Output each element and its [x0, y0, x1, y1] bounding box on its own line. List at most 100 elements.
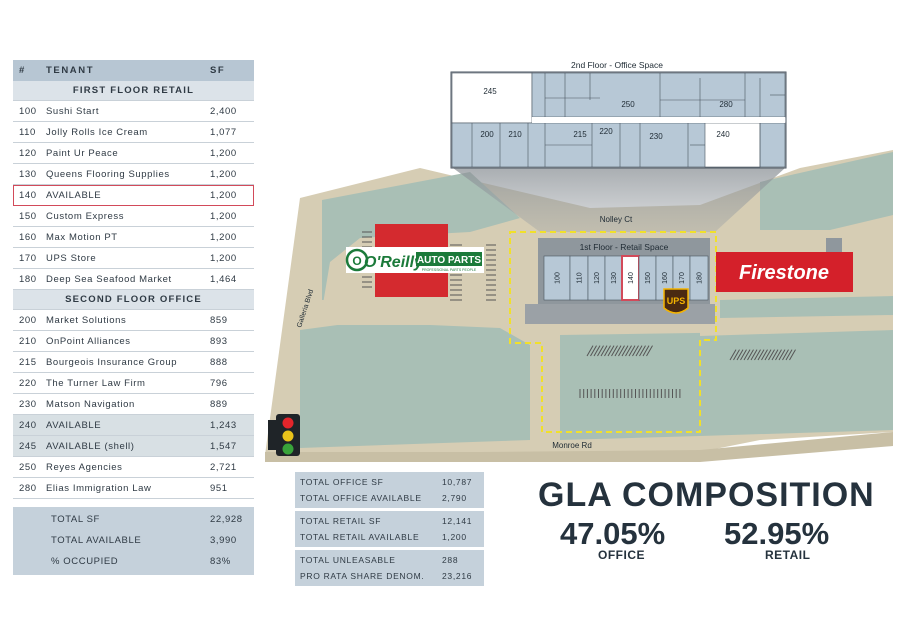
tenant-num: 220: [19, 377, 37, 389]
parking-stripe: [754, 349, 761, 361]
summary-value: 288: [442, 555, 459, 565]
header-sf: SF: [210, 65, 226, 76]
tenant-name: Reyes Agencies: [46, 461, 123, 473]
header-tenant: TENANT: [46, 65, 95, 76]
parking-right: [700, 318, 893, 336]
green-area-bottom-right: [560, 330, 893, 440]
first-floor-label: 1st Floor - Retail Space: [580, 242, 669, 252]
parking-stripe: [747, 349, 754, 361]
totals-label: TOTAL SF: [51, 514, 100, 525]
tenant-num: 240: [19, 419, 37, 431]
ups-text: UPS: [667, 296, 686, 306]
parking-stripe: [625, 345, 632, 357]
ups-logo-icon: UPS: [663, 288, 689, 314]
tenant-sf: 888: [210, 356, 228, 368]
office-unit-label: 280: [719, 100, 733, 109]
tenant-name: AVAILABLE: [46, 419, 102, 431]
summary-label: PRO RATA SHARE DENOM.: [300, 571, 425, 581]
retail-unit-label: 180: [697, 272, 704, 284]
parking-stripe: [736, 349, 744, 361]
tenant-num: 250: [19, 461, 37, 473]
tenant-sf: 1,547: [210, 440, 237, 452]
gla-title: GLA COMPOSITION: [538, 476, 875, 514]
parking-stripe: [733, 349, 740, 361]
parking-stripe: [586, 345, 594, 357]
svg-text:O: O: [352, 254, 361, 268]
retail-unit-label: 120: [594, 272, 601, 284]
retail-unit-label: 140: [628, 272, 635, 284]
parking-stripe: [768, 349, 775, 361]
tenant-name: Bourgeois Insurance Group: [46, 356, 178, 368]
summary-value: 1,200: [442, 532, 467, 542]
floor-funnel: [453, 168, 785, 232]
tenant-name: Elias Immigration Law: [46, 482, 152, 494]
summary-label: TOTAL RETAIL SF: [300, 516, 382, 526]
office-unit: [704, 122, 761, 168]
office-corridor: [532, 117, 785, 123]
tenant-sf: 1,464: [210, 273, 237, 285]
parking-stripe: [775, 349, 782, 361]
parking-stripe: [782, 349, 789, 361]
tenant-sf: 1,200: [210, 210, 237, 222]
parking-stripe: [642, 345, 650, 357]
tenant-num: 160: [19, 231, 37, 243]
tenant-num: 130: [19, 168, 37, 180]
tenant-sf: 2,400: [210, 105, 237, 117]
second-floor-section-title: SECOND FLOOR OFFICE: [13, 290, 254, 310]
tenant-num: 215: [19, 356, 37, 368]
office-percent: 47.05%: [560, 516, 666, 551]
parking-stripe: [729, 349, 737, 361]
parking-stripe: [600, 345, 608, 357]
tenant-sf: 796: [210, 377, 228, 389]
parking-stripe: [771, 349, 779, 361]
office-unit-label: 245: [483, 87, 497, 96]
summary-value: 2,790: [442, 493, 467, 503]
firestone-building: [716, 252, 853, 292]
tenant-num: 100: [19, 105, 37, 117]
parking-stripe: [621, 345, 629, 357]
office-unit-label: 220: [599, 127, 613, 136]
tenant-name: AVAILABLE (shell): [46, 440, 135, 452]
tenant-num: 110: [19, 126, 36, 138]
tenant-name: Paint Ur Peace: [46, 147, 119, 159]
traffic-light-icon: [268, 414, 300, 456]
tenant-name: Jolly Rolls Ice Cream: [46, 126, 148, 138]
parking-bottom: [300, 300, 500, 325]
green-area-left: [322, 172, 520, 310]
office-unit: [451, 72, 533, 124]
parking-stripe: [764, 349, 772, 361]
office-unit-label: 200: [480, 130, 494, 139]
retail-unit-label: 170: [679, 272, 686, 284]
tenant-sf: 951: [210, 482, 228, 494]
parking-stripe: [785, 349, 793, 361]
summary-label: TOTAL RETAIL AVAILABLE: [300, 532, 420, 542]
tenant-sf: 1,200: [210, 231, 237, 243]
office-unit-label: 240: [716, 130, 730, 139]
tenant-num: 230: [19, 398, 37, 410]
green-strip: [720, 296, 893, 318]
totals-value: 83%: [210, 556, 231, 567]
tenant-num: 170: [19, 252, 37, 264]
parking-stripe: [604, 345, 611, 357]
